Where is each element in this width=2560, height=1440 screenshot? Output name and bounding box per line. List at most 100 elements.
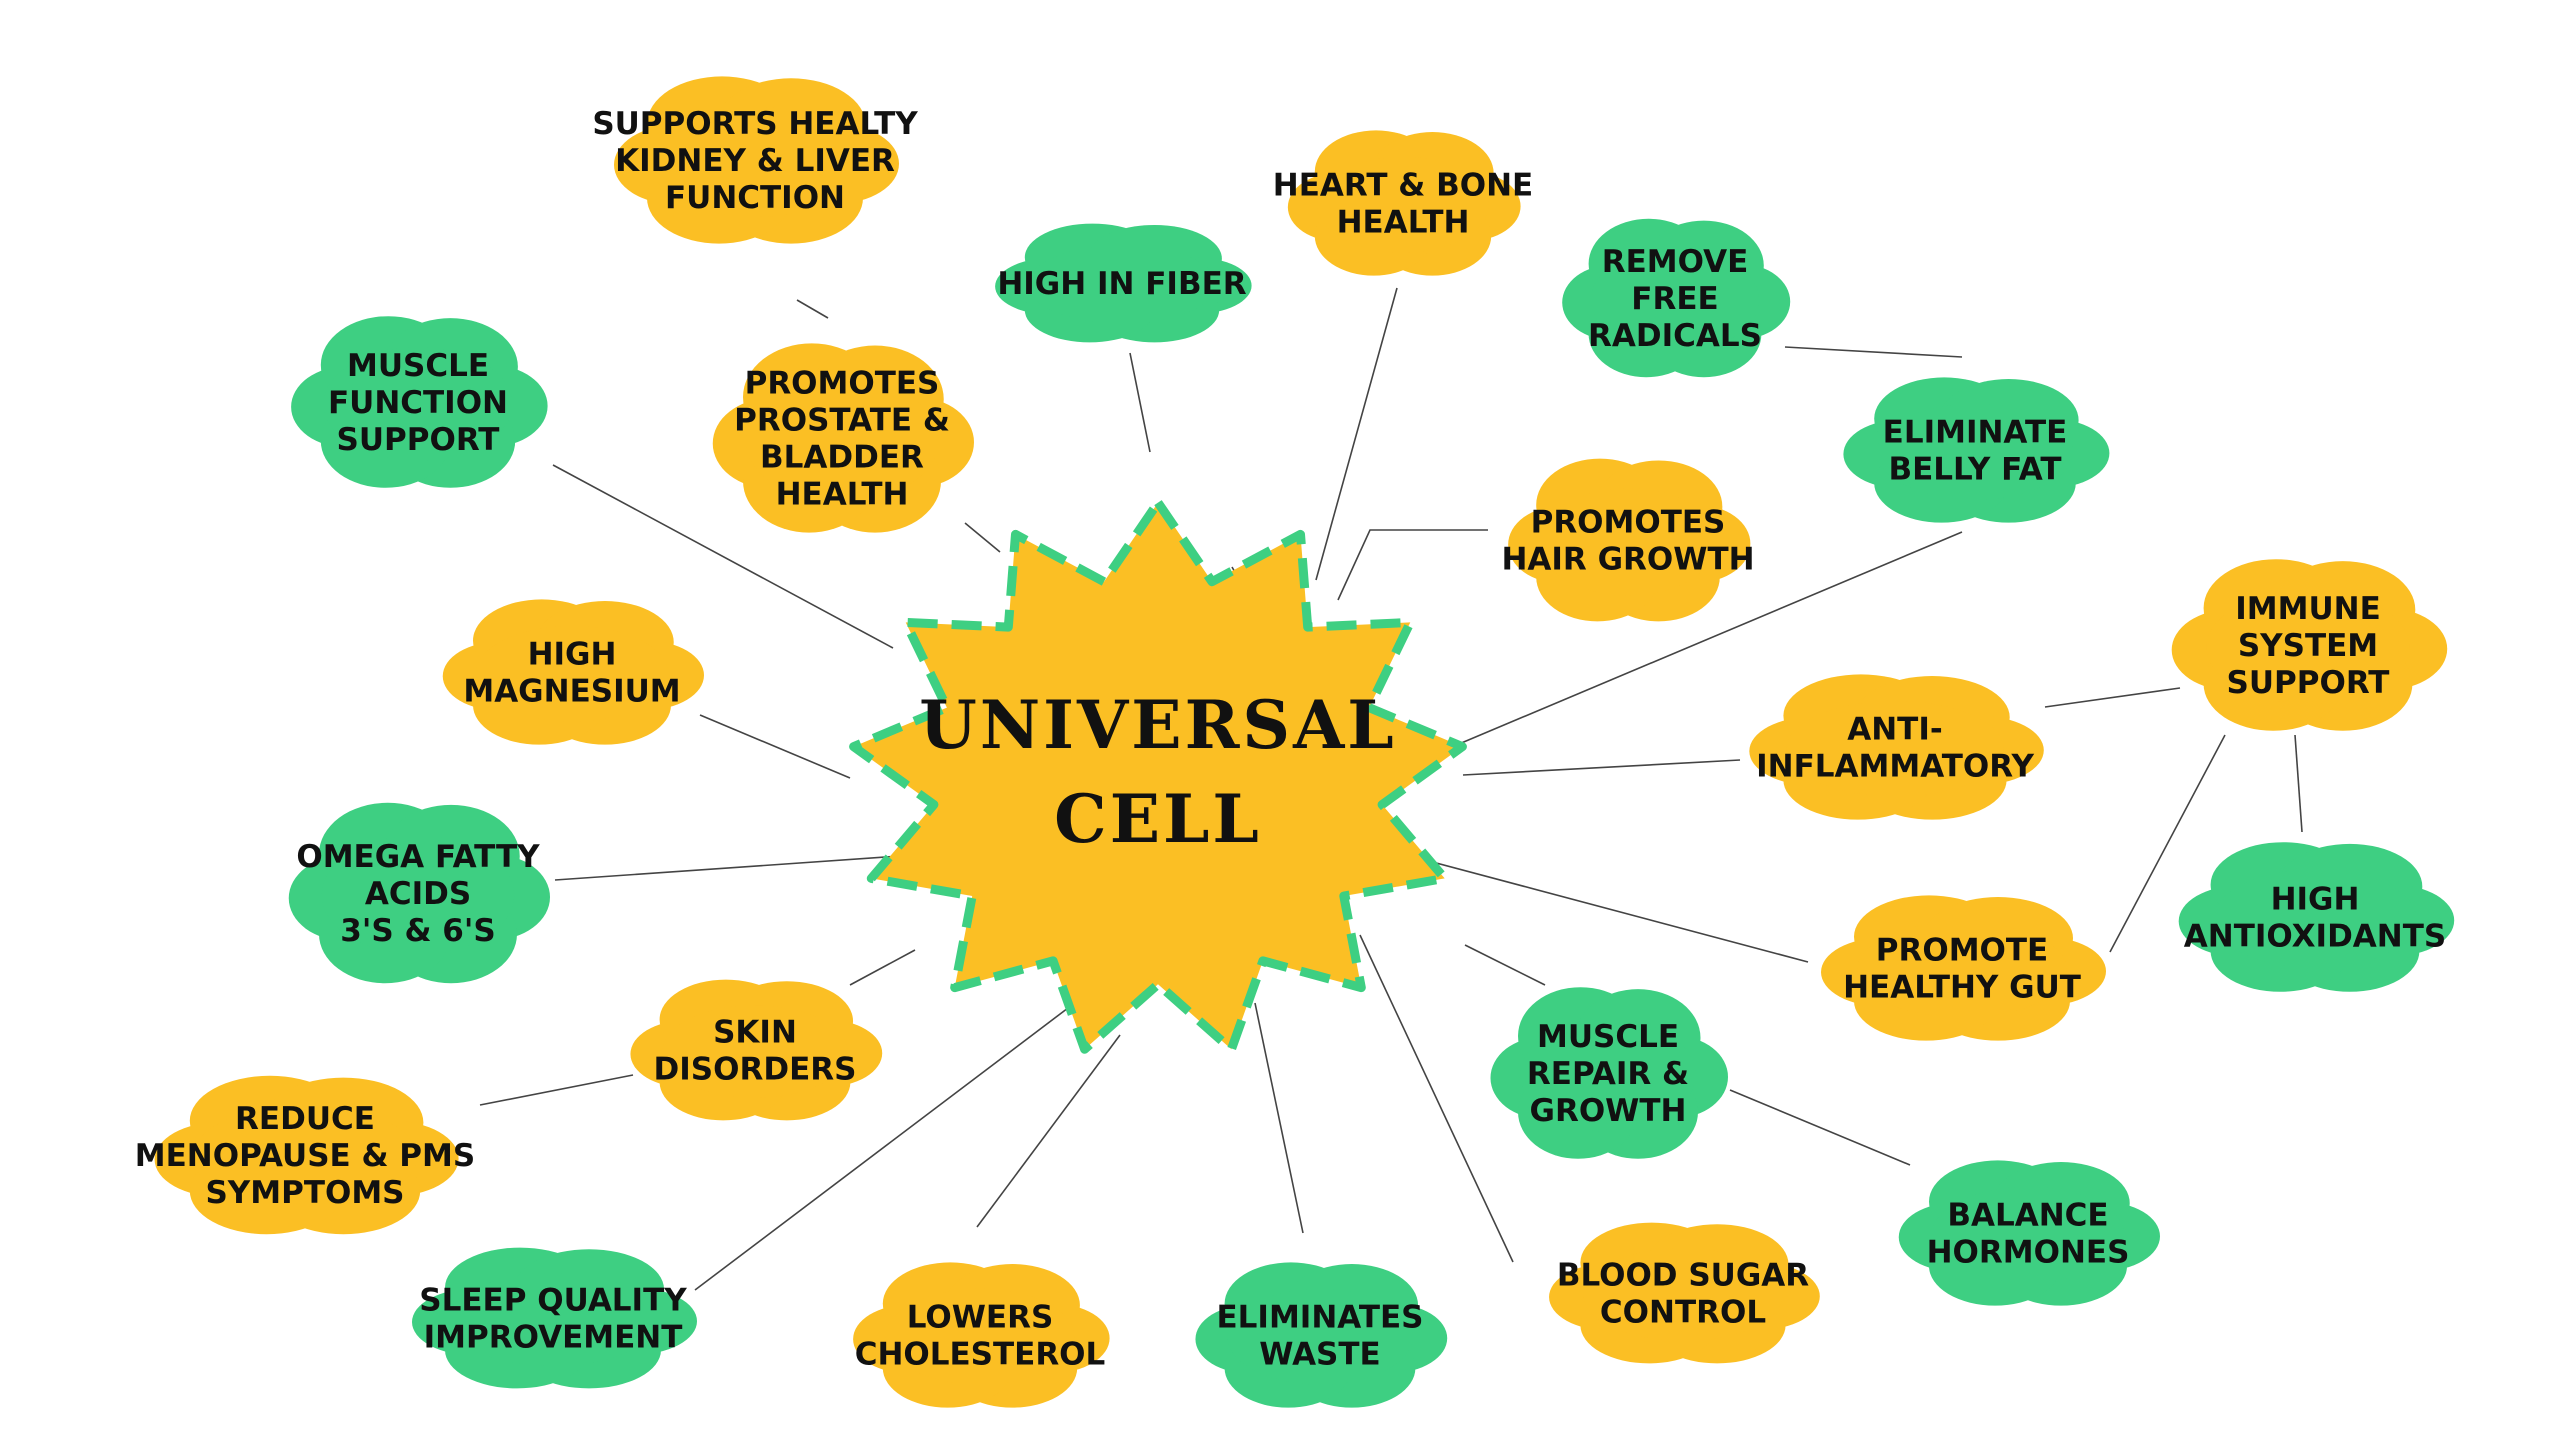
connector-line [849, 949, 916, 986]
connector-line [552, 464, 894, 649]
cloud-label-line: SUPPORT [337, 422, 500, 458]
connector-line [479, 1074, 634, 1106]
cloud-label-line: ACIDS [365, 876, 471, 912]
cloud-label-line: REPAIR & [1527, 1056, 1689, 1092]
cloud-label-line: SUPPORT [2227, 665, 2390, 701]
connector-line [1784, 346, 1963, 358]
cloud-label-line: IMPROVEMENT [424, 1320, 683, 1356]
center-node: UNIVERSAL CELL [849, 498, 1467, 1054]
connector-line [694, 1004, 1073, 1291]
cloud-label-line: MAGNESIUM [463, 674, 680, 710]
cloud-label-line: HIGH [2271, 882, 2360, 918]
cloud-label-line: BLOOD SUGAR [1557, 1258, 1809, 1294]
cloud-label-line: ELIMINATE [1883, 415, 2068, 451]
cloud-label-line: SLEEP QUALITY [419, 1283, 687, 1319]
cloud-label-line: BALANCE [1947, 1198, 2108, 1234]
cloud-label-line: HEALTHY GUT [1843, 970, 2081, 1006]
connector-lines [479, 287, 2303, 1291]
cloud-label-line: SUPPORTS HEALTY [592, 106, 918, 142]
center-title-line-2: CELL [1054, 780, 1262, 858]
center-title-line-1: UNIVERSAL [919, 686, 1396, 764]
connector-line [1394, 851, 1809, 963]
connector-line [796, 299, 829, 319]
cloud-label-line: OMEGA FATTY [296, 839, 540, 875]
connector-line [554, 854, 916, 881]
connector-line [1315, 287, 1398, 581]
center-star-shape [849, 498, 1467, 1054]
cloud-label-line: HAIR GROWTH [1501, 542, 1754, 578]
cloud-label-line: ANTIOXIDANTS [2184, 919, 2446, 955]
cloud-label-line: HEALTH [1337, 205, 1470, 241]
cloud-label-line: SYMPTOMS [205, 1175, 404, 1211]
cloud-label-line: PROMOTE [1876, 933, 2048, 969]
cloud-label-line: FUNCTION [328, 385, 508, 421]
cloud-label-line: REMOVE [1602, 244, 1749, 280]
cloud-label-line: GROWTH [1530, 1093, 1687, 1129]
cloud-label-line: DISORDERS [654, 1052, 857, 1088]
cloud-label-line: BELLY FAT [1888, 452, 2061, 488]
cloud-label-line: 3'S & 6'S [340, 913, 495, 949]
connector-line [1337, 529, 1488, 601]
cloud-label-line: SYSTEM [2238, 628, 2378, 664]
cloud-label-line: MUSCLE [347, 348, 489, 384]
connector-line [2044, 687, 2181, 708]
connector-line [976, 1034, 1121, 1228]
connector-line [1254, 1002, 1304, 1234]
cloud-label-line: HORMONES [1927, 1235, 2130, 1271]
cloud-label-line: MUSCLE [1537, 1019, 1679, 1055]
cloud-label-line: HEALTH [776, 477, 909, 513]
cloud-label-line: MENOPAUSE & PMS [135, 1138, 475, 1174]
cloud-label-line: CONTROL [1600, 1295, 1766, 1331]
cloud-high-fiber: HIGH IN FIBER [995, 223, 1252, 343]
cloud-label-line: LOWERS [907, 1300, 1054, 1336]
connector-line [964, 522, 1001, 553]
cloud-label-line: CHOLESTEROL [855, 1337, 1106, 1373]
cloud-label-line: RADICALS [1588, 318, 1762, 354]
cloud-label-line: HIGH IN FIBER [997, 266, 1246, 302]
connector-line [1729, 1089, 1911, 1166]
cloud-label-line: PROMOTES [745, 366, 940, 402]
cloud-label-line: HIGH [528, 637, 617, 673]
cloud-label-line: ELIMINATES [1216, 1300, 1423, 1336]
connector-line [1359, 934, 1514, 1263]
cloud-label-line: BLADDER [760, 440, 924, 476]
connector-line [699, 714, 851, 779]
connector-line [1462, 759, 1741, 776]
cloud-label-line: FREE [1631, 281, 1718, 317]
cloud-label-line: HEART & BONE [1273, 168, 1533, 204]
cloud-label-line: REDUCE [235, 1101, 375, 1137]
connector-line [1464, 944, 1546, 986]
connector-line [1439, 531, 1963, 753]
cloud-label-line: FUNCTION [665, 180, 845, 216]
cloud-label-line: KIDNEY & LIVER [615, 143, 895, 179]
cloud-label-line: IMMUNE [2235, 591, 2381, 627]
cloud-label-line: SKIN [713, 1015, 797, 1051]
cloud-label-line: ANTI- [1847, 712, 1942, 748]
connector-line [2294, 734, 2303, 833]
cloud-label-line: INFLAMMATORY [1756, 749, 2034, 785]
connector-line [1129, 352, 1151, 453]
cloud-label-line: PROMOTES [1531, 505, 1726, 541]
cloud-label-line: PROSTATE & [734, 403, 950, 439]
cloud-label-line: WASTE [1259, 1337, 1380, 1373]
